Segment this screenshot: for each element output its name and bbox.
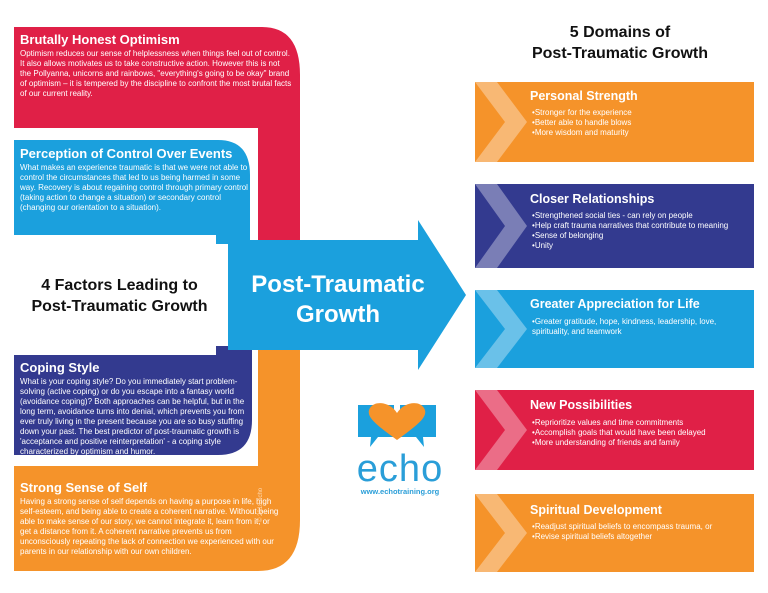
domain-list-new-possibilities: Reprioritize values and time commitments… bbox=[532, 418, 742, 448]
domain-item: Help craft trauma narratives that contri… bbox=[532, 221, 742, 231]
factor-body: Optimism reduces our sense of helplessne… bbox=[20, 49, 292, 98]
factors-heading-line1: 4 Factors Leading to bbox=[41, 277, 198, 294]
domain-list-spiritual-development: Readjust spiritual beliefs to encompass … bbox=[532, 522, 742, 542]
factor-body: Having a strong sense of self depends on… bbox=[20, 497, 279, 556]
domain-item: Revise spiritual beliefs altogether bbox=[532, 532, 742, 542]
domain-chevron-2 bbox=[475, 184, 527, 268]
domain-item: Better able to handle blows bbox=[532, 118, 742, 128]
self-band bbox=[14, 346, 300, 571]
factor-control: Perception of Control Over Events What m… bbox=[20, 146, 248, 213]
domains-heading-line2: Post-Traumatic Growth bbox=[531, 45, 709, 62]
domain-chevron-1 bbox=[475, 82, 527, 162]
factors-heading-line2: Post-Traumatic Growth bbox=[31, 298, 208, 315]
factor-body: What makes an experience traumatic is th… bbox=[20, 163, 248, 212]
factor-body: What is your coping style? Do you immedi… bbox=[20, 377, 245, 456]
domain-title-new-possibilities: New Possibilities bbox=[530, 398, 633, 412]
control-band bbox=[14, 140, 250, 244]
domain-item: Unity bbox=[532, 241, 742, 251]
domain-item: Accomplish goals that would have been de… bbox=[532, 428, 742, 438]
central-arrow bbox=[228, 220, 466, 370]
domain-title-greater-appreciation: Greater Appreciation for Life bbox=[530, 297, 700, 311]
copyright-text: © 2018 echo bbox=[258, 487, 264, 522]
domain-chevron-4 bbox=[475, 390, 527, 470]
domain-item: Readjust spiritual beliefs to encompass … bbox=[532, 522, 742, 532]
domain-item: Strengthened social ties - can rely on p… bbox=[532, 211, 742, 221]
domain-list-greater-appreciation: Greater gratitude, hope, kindness, leade… bbox=[532, 317, 742, 337]
center-title-line2: Growth bbox=[296, 301, 380, 328]
factors-heading: 4 Factors Leading to Post-Traumatic Grow… bbox=[12, 275, 227, 317]
domain-title-spiritual-development: Spiritual Development bbox=[530, 503, 662, 517]
domain-title-personal-strength: Personal Strength bbox=[530, 89, 638, 103]
center-title: Post-Traumatic Growth bbox=[238, 270, 438, 330]
echo-logo-icon bbox=[358, 403, 436, 447]
domain-item: Sense of belonging bbox=[532, 231, 742, 241]
factor-self: Strong Sense of Self Having a strong sen… bbox=[20, 480, 282, 557]
factor-coping: Coping Style What is your coping style? … bbox=[20, 360, 248, 457]
domain-title-closer-relationships: Closer Relationships bbox=[530, 192, 655, 206]
echo-url-link[interactable]: www.echotraining.org bbox=[360, 487, 440, 496]
factor-title: Coping Style bbox=[20, 360, 100, 375]
domain-item: Reprioritize values and time commitments bbox=[532, 418, 742, 428]
coping-band bbox=[14, 346, 252, 455]
domain-item: Greater gratitude, hope, kindness, leade… bbox=[532, 317, 742, 337]
domains-heading: 5 Domains of Post-Traumatic Growth bbox=[520, 22, 720, 64]
domain-item: More wisdom and maturity bbox=[532, 128, 742, 138]
factor-optimism: Brutally Honest Optimism Optimism reduce… bbox=[20, 32, 292, 99]
domain-item: Stronger for the experience bbox=[532, 108, 742, 118]
domains-heading-line1: 5 Domains of bbox=[569, 24, 671, 41]
optimism-band bbox=[14, 27, 300, 244]
domain-list-closer-relationships: Strengthened social ties - can rely on p… bbox=[532, 211, 742, 251]
domain-list-personal-strength: Stronger for the experience Better able … bbox=[532, 108, 742, 138]
center-title-line1: Post-Traumatic bbox=[251, 271, 425, 298]
factor-title: Perception of Control Over Events bbox=[20, 146, 233, 161]
factor-title: Brutally Honest Optimism bbox=[20, 32, 180, 47]
domain-chevron-3 bbox=[475, 290, 527, 368]
echo-logo-word: echo bbox=[356, 448, 444, 490]
factor-title: Strong Sense of Self bbox=[20, 480, 148, 495]
domain-item: More understanding of friends and family bbox=[532, 438, 742, 448]
domain-chevron-5 bbox=[475, 494, 527, 572]
